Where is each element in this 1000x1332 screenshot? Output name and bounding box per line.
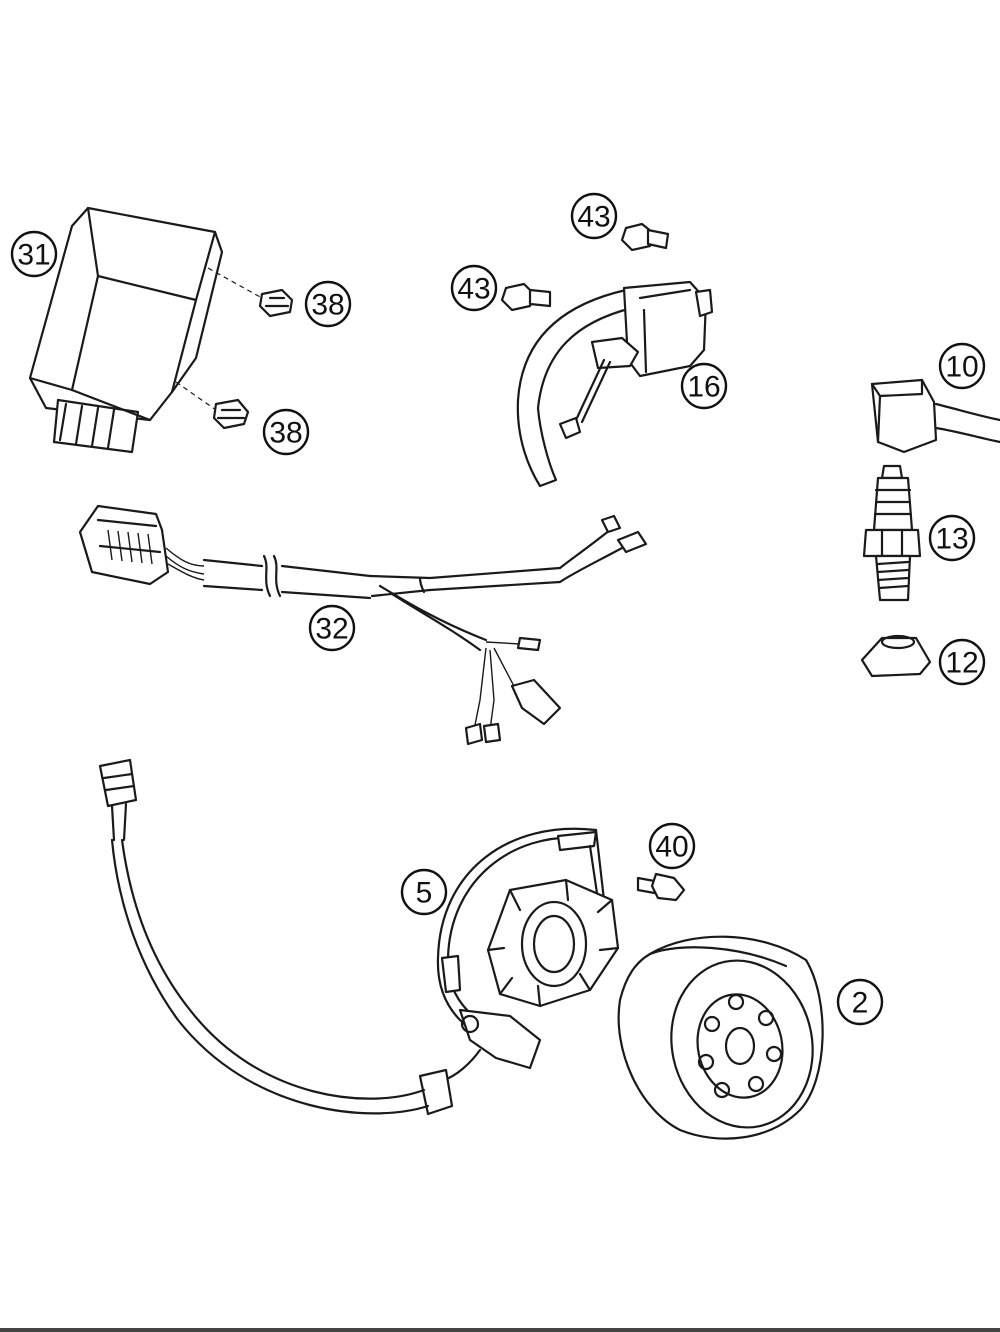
callout-2: 2 [836,978,884,1026]
svg-text:5: 5 [416,877,433,910]
callout-13: 13 [928,514,976,562]
svg-text:38: 38 [311,289,344,322]
callout-43-upper: 43 [570,192,618,240]
svg-text:16: 16 [687,371,720,404]
callout-38-upper: 38 [304,280,352,328]
callout-10: 10 [938,342,986,390]
ignition-coil [516,280,714,488]
callout-16: 16 [680,362,728,410]
bottom-rule [0,1328,1000,1332]
callout-12: 12 [938,638,986,686]
bolt-40 [636,872,686,902]
callout-32: 32 [308,604,356,652]
svg-text:43: 43 [577,201,610,234]
svg-text:13: 13 [935,523,968,556]
flywheel-rotor [617,935,824,1140]
bolt-38-lower [175,381,250,430]
sealing-washer [860,634,932,678]
callout-38-lower: 38 [262,408,310,456]
svg-text:2: 2 [852,987,869,1020]
cdi-unit [28,206,224,454]
svg-text:12: 12 [945,647,978,680]
bolt-38-upper [207,267,294,318]
stator [98,758,620,1116]
svg-text:40: 40 [655,831,688,864]
bolt-43-right [620,222,670,252]
callout-31: 31 [10,230,58,278]
svg-text:38: 38 [269,417,302,450]
svg-text:32: 32 [315,613,348,646]
callout-40: 40 [648,822,696,870]
spark-plug [862,464,922,602]
svg-text:31: 31 [17,239,50,272]
wiring-harness [78,504,648,746]
svg-text:10: 10 [945,351,978,384]
callout-5: 5 [400,868,448,916]
svg-text:43: 43 [457,273,490,306]
callout-43-lower: 43 [450,264,498,312]
bolt-43-left [500,282,552,312]
spark-plug-cap [870,378,1000,454]
